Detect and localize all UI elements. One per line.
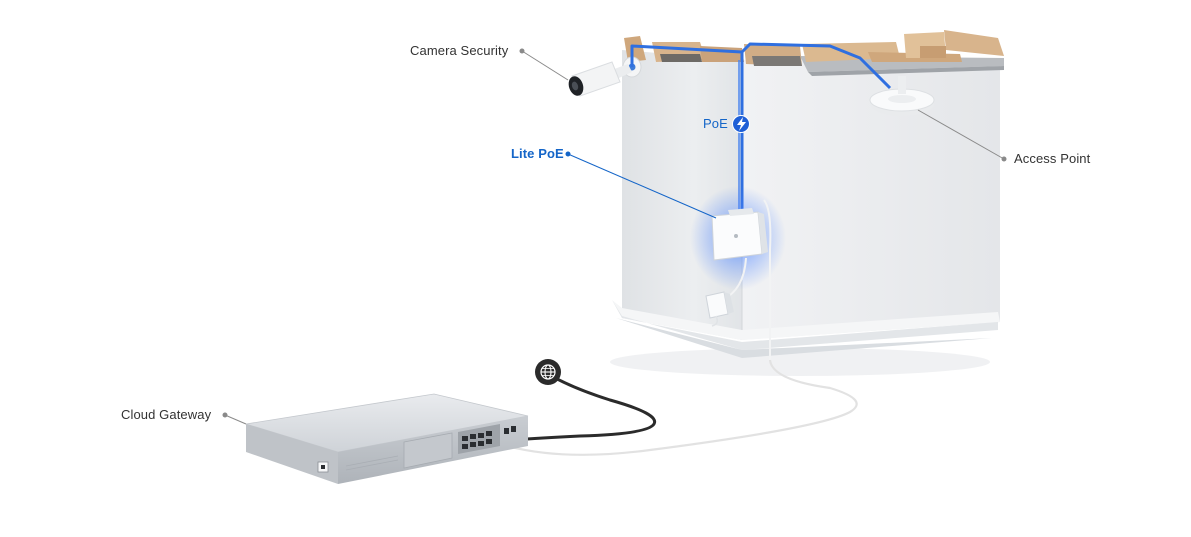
- camera-security-label: Camera Security: [410, 43, 509, 58]
- lan-cable: [499, 359, 858, 456]
- callout-leaders: [222, 48, 1007, 425]
- camera-security-dot: [519, 48, 525, 54]
- poe-label: PoE: [703, 116, 728, 131]
- lightning-bolt-icon: [732, 115, 750, 133]
- cloud-gateway-device: [245, 393, 529, 484]
- power-adapter-device: [705, 291, 734, 327]
- cloud-gateway-label: Cloud Gateway: [121, 407, 212, 422]
- globe-icon: [535, 359, 561, 385]
- lite-poe-dot: [565, 151, 571, 157]
- cloud-gateway-dot: [222, 412, 228, 418]
- wan-cable: [511, 372, 657, 442]
- access-point-dot: [1001, 156, 1007, 162]
- security-camera-device: [568, 61, 632, 97]
- lite-poe-switch-device: [690, 186, 786, 360]
- wall-structure: [610, 30, 1004, 376]
- access-point-label: Access Point: [1014, 151, 1091, 166]
- lite-poe-label: Lite PoE: [511, 146, 564, 161]
